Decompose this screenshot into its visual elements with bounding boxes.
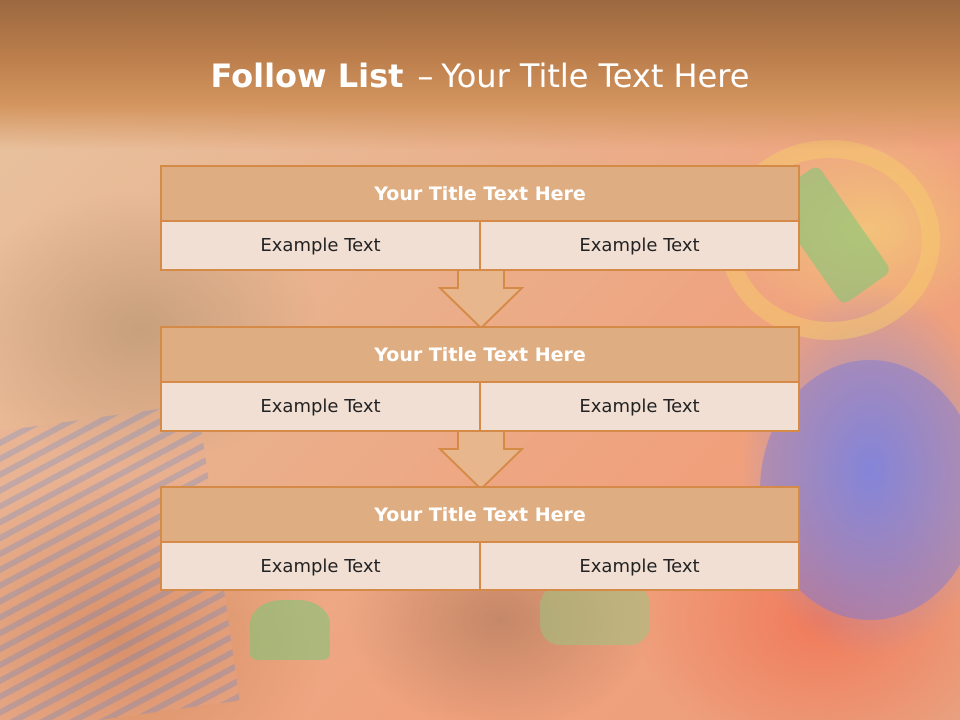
block-cell-right[interactable]: Example Text xyxy=(481,222,800,271)
list-block-3[interactable]: Your Title Text Here Example Text Exampl… xyxy=(160,486,800,591)
background-green-mold-2 xyxy=(540,585,650,645)
block-cell-left[interactable]: Example Text xyxy=(160,383,481,432)
title-band xyxy=(0,0,960,150)
down-arrow-icon xyxy=(438,270,524,330)
list-block-1[interactable]: Your Title Text Here Example Text Exampl… xyxy=(160,165,800,271)
list-block-2[interactable]: Your Title Text Here Example Text Exampl… xyxy=(160,326,800,432)
block-title[interactable]: Your Title Text Here xyxy=(160,165,800,222)
slide-title[interactable]: Follow List–Your Title Text Here xyxy=(0,56,960,96)
slide-title-rest: Your Title Text Here xyxy=(441,57,750,95)
slide-title-separator: – xyxy=(417,57,434,95)
block-cell-left[interactable]: Example Text xyxy=(160,543,481,591)
block-cell-right[interactable]: Example Text xyxy=(481,383,800,432)
block-title[interactable]: Your Title Text Here xyxy=(160,486,800,543)
down-arrow-icon xyxy=(438,431,524,491)
block-title[interactable]: Your Title Text Here xyxy=(160,326,800,383)
block-row: Example Text Example Text xyxy=(160,383,800,432)
block-row: Example Text Example Text xyxy=(160,222,800,271)
block-row: Example Text Example Text xyxy=(160,543,800,591)
slide-title-bold: Follow List xyxy=(210,57,404,95)
block-cell-left[interactable]: Example Text xyxy=(160,222,481,271)
background-green-mold xyxy=(250,600,330,660)
block-cell-right[interactable]: Example Text xyxy=(481,543,800,591)
